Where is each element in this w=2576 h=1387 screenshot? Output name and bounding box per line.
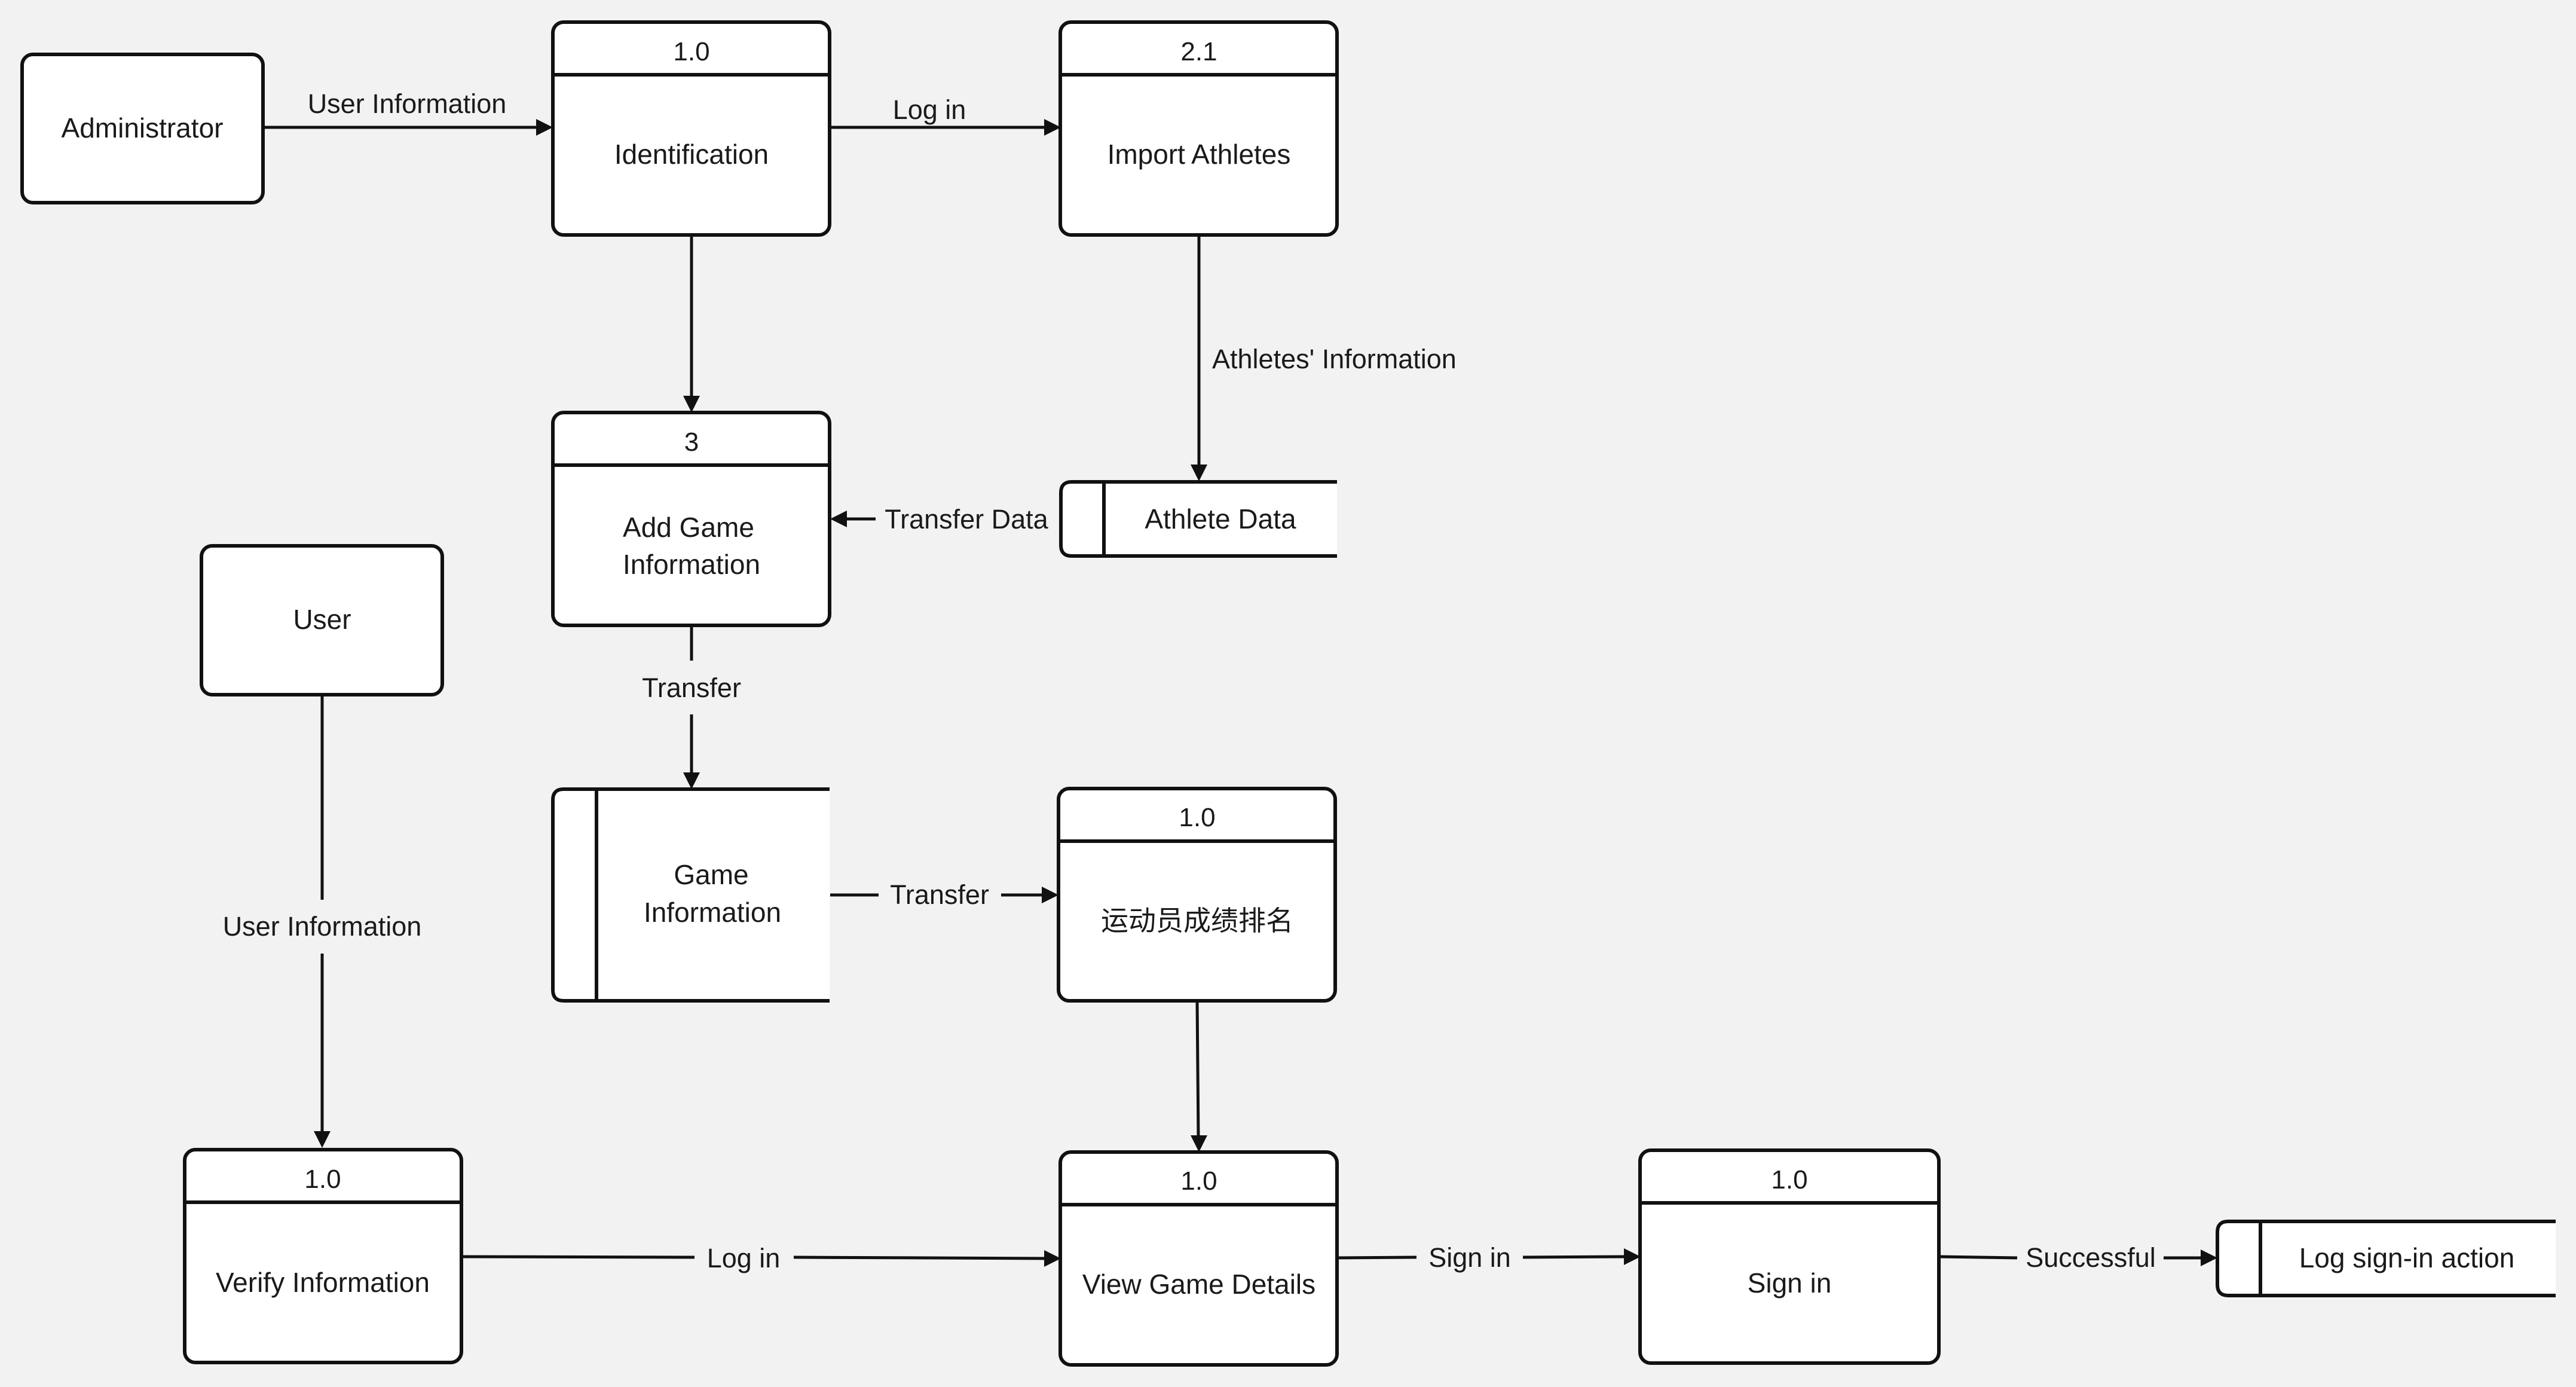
flow-admin-to-identification[interactable]: User Information: [263, 88, 553, 136]
process-label: 运动员成绩排名: [1101, 905, 1293, 936]
flow-label: User Information: [308, 88, 507, 119]
process-import-athletes[interactable]: 2.1 Import Athletes: [1058, 20, 1339, 237]
flow-verify-to-view-game-details[interactable]: Log in: [461, 1243, 1061, 1273]
process-number: 1.0: [1771, 1165, 1807, 1194]
process-view-game-details[interactable]: 1.0 View Game Details: [1058, 1150, 1339, 1367]
flow-label: Sign in: [1428, 1242, 1511, 1273]
flow-label: Log in: [893, 94, 966, 125]
entity-label: Administrator: [62, 112, 224, 143]
process-label: Import Athletes: [1108, 139, 1291, 170]
process-label: View Game Details: [1082, 1269, 1315, 1300]
process-number: 1.0: [304, 1165, 341, 1194]
flow-identification-to-add-game[interactable]: [683, 235, 700, 413]
datastore-label: Log sign-in action: [2299, 1242, 2515, 1273]
process-label: Sign in: [1748, 1267, 1832, 1299]
datastore-log-sign-in-action[interactable]: Log sign-in action: [2216, 1220, 2556, 1297]
process-label: Identification: [614, 139, 769, 170]
flow-label: Successful: [2026, 1242, 2156, 1273]
flow-label: Log in: [707, 1243, 781, 1273]
process-label-line1: Add Game: [623, 512, 754, 543]
process-number: 3: [684, 427, 699, 457]
datastore-label-line1: Game: [674, 859, 748, 890]
process-label: Verify Information: [216, 1267, 430, 1298]
datastore-athlete-data[interactable]: Athlete Data: [1059, 480, 1337, 558]
flow-import-to-athlete-data[interactable]: Athletes' Information: [1191, 235, 1457, 481]
datastore-label: Athlete Data: [1145, 503, 1296, 534]
flow-ranking-to-view-game-details[interactable]: [1191, 1000, 1207, 1152]
datastore-label-line2: Information: [644, 897, 781, 928]
process-number: 1.0: [1180, 1166, 1217, 1196]
process-add-game-information[interactable]: 3 Add Game Information: [551, 411, 831, 627]
flow-game-info-to-ranking[interactable]: Transfer: [830, 879, 1058, 910]
datastore-game-information[interactable]: Game Information: [551, 787, 830, 1003]
flow-label: Transfer Data: [885, 504, 1048, 534]
flow-label: Transfer: [642, 673, 741, 703]
flow-sign-in-to-log[interactable]: Successful: [1939, 1242, 2217, 1273]
process-number: 1.0: [673, 37, 709, 66]
flow-view-to-sign-in[interactable]: Sign in: [1336, 1242, 1641, 1273]
flow-athlete-data-to-add-game[interactable]: Transfer Data: [830, 504, 1049, 534]
flow-identification-to-import-athletes[interactable]: Log in: [830, 94, 1061, 136]
flow-label: Transfer: [890, 879, 989, 910]
process-sign-in[interactable]: 1.0 Sign in: [1638, 1148, 1941, 1365]
process-number: 1.0: [1179, 803, 1215, 832]
flow-add-game-to-game-info[interactable]: Transfer: [642, 626, 741, 789]
entity-user[interactable]: User: [200, 544, 444, 696]
flow-user-to-verify[interactable]: User Information: [223, 695, 422, 1148]
process-identification[interactable]: 1.0 Identification: [551, 20, 831, 237]
process-verify-information[interactable]: 1.0 Verify Information: [183, 1148, 463, 1364]
process-number: 2.1: [1180, 37, 1217, 66]
entity-administrator[interactable]: Administrator: [20, 53, 265, 204]
entity-label: User: [293, 604, 351, 635]
process-label-line2: Information: [623, 549, 760, 580]
flow-label: User Information: [223, 911, 422, 942]
process-athlete-ranking[interactable]: 1.0 运动员成绩排名: [1057, 787, 1337, 1003]
flow-label: Athletes' Information: [1212, 344, 1457, 374]
